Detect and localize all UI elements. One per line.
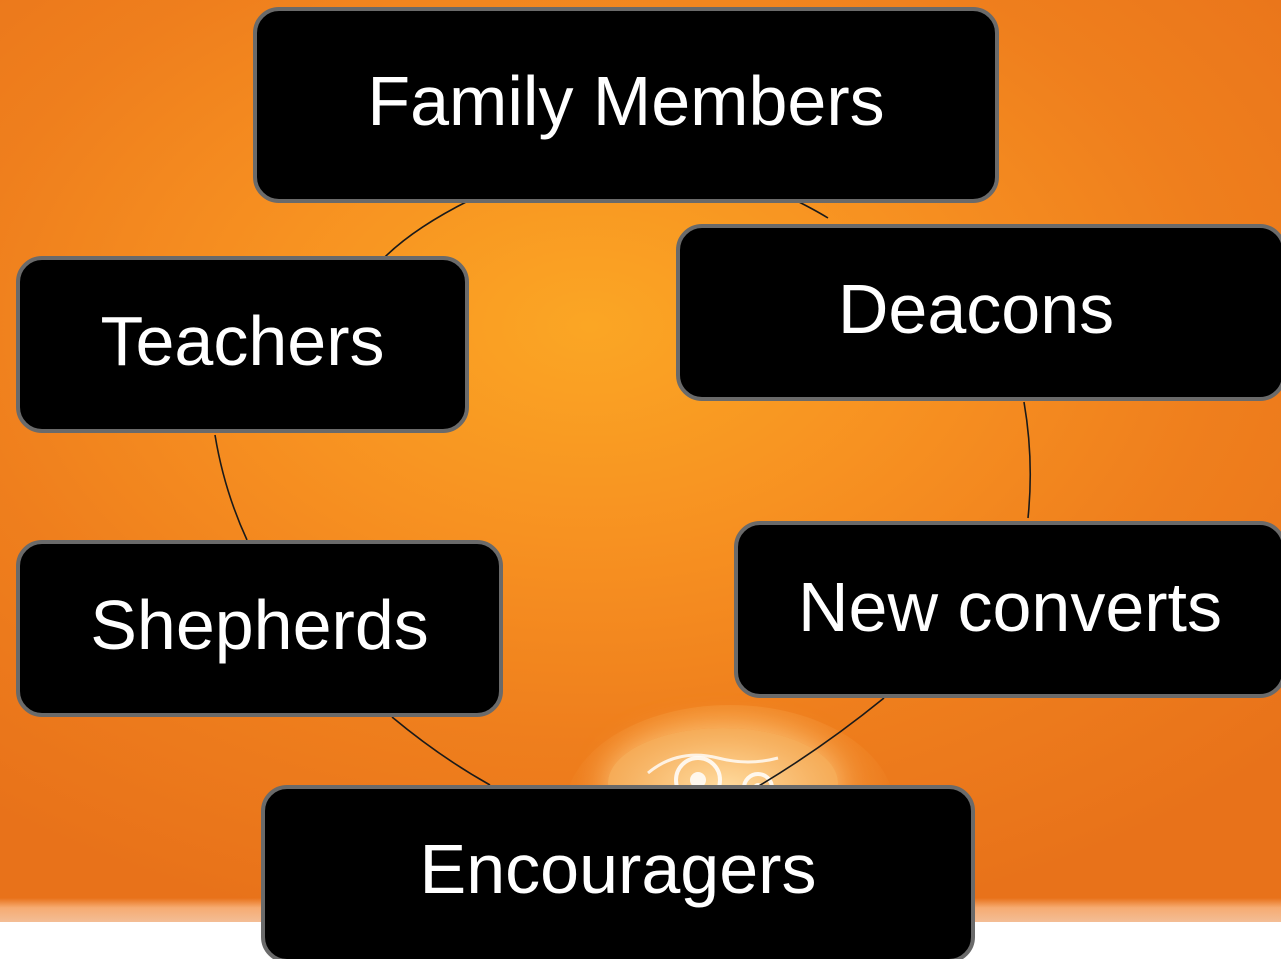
- node-label: Deacons: [837, 269, 1115, 348]
- node-family-members: Family Members: [253, 7, 999, 203]
- node-label: Shepherds: [90, 585, 429, 664]
- node-label: New converts: [797, 567, 1223, 646]
- connector-teachers-shepherds: [214, 434, 248, 541]
- connector-shepherds-encouragers: [391, 716, 491, 786]
- node-new-converts: New converts: [734, 521, 1281, 698]
- node-label: Encouragers: [419, 830, 817, 908]
- connector-deacons-converts: [1023, 401, 1032, 519]
- connector-family-teachers: [379, 199, 471, 263]
- node-shepherds: Shepherds: [16, 540, 503, 717]
- node-deacons: Deacons: [676, 224, 1281, 401]
- node-label: Teachers: [100, 301, 385, 380]
- node-label: Family Members: [367, 62, 885, 140]
- connector-converts-encouragers: [751, 697, 885, 791]
- node-encouragers: Encouragers: [261, 785, 975, 959]
- node-teachers: Teachers: [16, 256, 469, 433]
